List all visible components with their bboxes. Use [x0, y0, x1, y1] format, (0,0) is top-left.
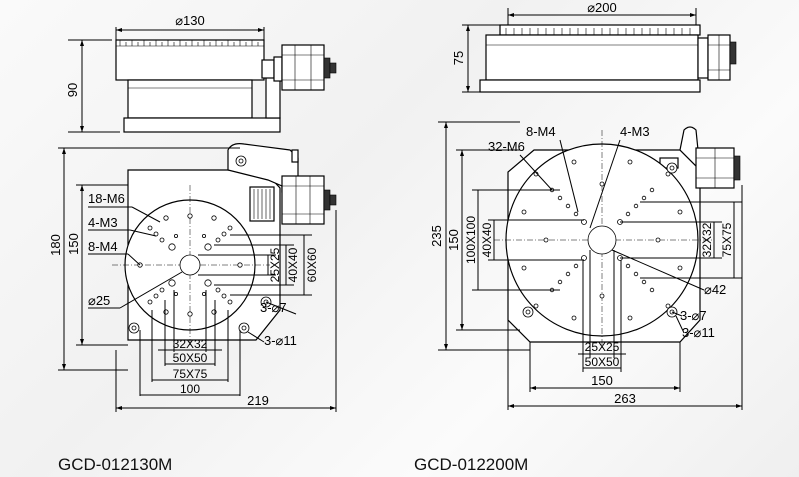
left-sq-60: 60X60 [305, 247, 319, 282]
left-scale-ticks [119, 40, 259, 46]
left-label-3-d7: 3-⌀7 [260, 300, 287, 315]
left-height-90: 90 [65, 83, 80, 97]
right-height-235: 235 [429, 225, 444, 247]
right-sq-40: 40X40 [480, 222, 494, 257]
left-worm-gear-knurl [253, 189, 271, 219]
right-height-150: 150 [446, 229, 461, 251]
right-sq-50: 50X50 [585, 355, 620, 369]
right-top-diameter: ⌀200 [587, 0, 617, 15]
right-height-75: 75 [451, 51, 466, 65]
left-top-view: 180 150 18-M6 4-M3 8-M4 ⌀25 25X25 [48, 143, 337, 412]
right-sq-75: 75X75 [720, 222, 734, 257]
left-sq-75: 75X75 [173, 367, 208, 381]
left-height-150: 150 [66, 233, 81, 255]
right-side-view: ⌀200 [451, 0, 737, 93]
left-sq-50: 50X50 [173, 351, 208, 365]
right-stage-drawing: ⌀200 [414, 0, 743, 474]
right-table-holes [521, 159, 683, 321]
left-label-center-dia: ⌀25 [88, 293, 110, 308]
right-label-center-dia: ⌀42 [704, 282, 726, 297]
left-label-8-m4: 8-M4 [88, 239, 118, 254]
right-label-4-m3: 4-M3 [620, 124, 650, 139]
right-width-150: 150 [591, 373, 613, 388]
right-sq-25: 25X25 [585, 340, 620, 354]
right-sq-100: 100X100 [464, 216, 478, 264]
left-side-view: 90 ⌀130 [65, 13, 337, 133]
right-model-name: GCD-012200M [414, 455, 528, 474]
left-stage-drawing: 90 ⌀130 [48, 13, 337, 474]
right-label-3-d7: 3-⌀7 [680, 308, 707, 323]
left-sq-32: 32X32 [173, 337, 208, 351]
right-label-8-m4: 8-M4 [526, 124, 556, 139]
right-sq-32: 32X32 [700, 222, 714, 257]
right-label-32-m6: 32-M6 [488, 139, 525, 154]
left-table-holes [137, 213, 243, 317]
right-label-3-d11: 3-⌀11 [682, 325, 715, 340]
left-sq-25: 25X25 [268, 247, 282, 282]
left-label-4-m3: 4-M3 [88, 215, 118, 230]
left-label-18-m6: 18-M6 [88, 191, 125, 206]
left-label-3-d11: 3-⌀11 [264, 333, 297, 348]
right-width-263: 263 [614, 391, 636, 406]
left-width-219: 219 [247, 393, 269, 408]
left-height-180: 180 [48, 234, 63, 256]
right-scale-ticks [505, 28, 691, 35]
left-sq-40: 40X40 [286, 247, 300, 282]
right-top-view: 235 150 100X100 40X40 8-M4 4-M3 32-M6 [429, 121, 743, 410]
left-width-100: 100 [180, 382, 200, 396]
left-top-diameter: ⌀130 [175, 13, 205, 28]
left-model-name: GCD-012130M [58, 455, 172, 474]
